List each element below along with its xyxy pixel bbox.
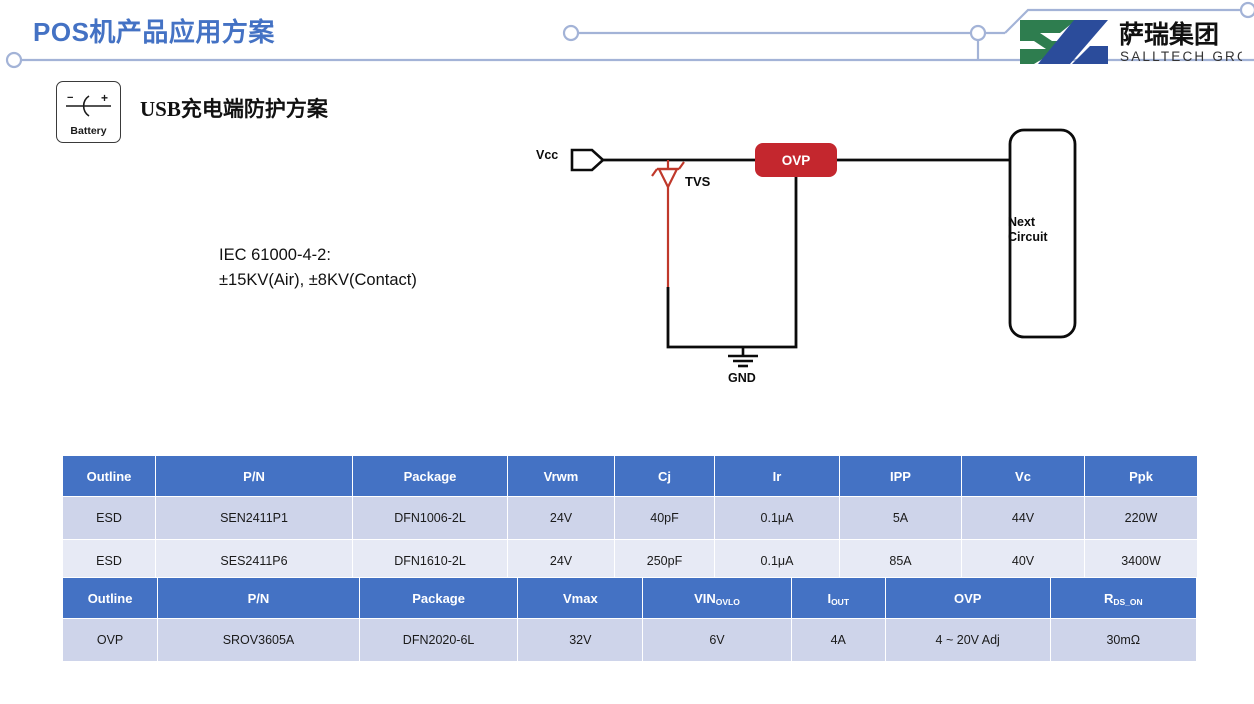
column-header-main: R [1103,590,1114,606]
column-header: IPP [839,455,962,497]
column-header-subscript: DS_ON [1113,596,1143,607]
trace-node-middle [562,24,580,42]
next-circuit-label: Next Circuit [1008,215,1048,245]
column-header: Ir [714,455,840,497]
table-cell: SEN2411P1 [155,496,353,540]
page-title: POS机产品应用方案 [33,17,275,47]
wire-ovp-to-gnd [778,177,798,349]
table-cell: SROV3605A [157,618,360,662]
table-cell: 32V [517,618,644,662]
column-header: Outline [61,577,159,619]
iec-standard-note: IEC 61000-4-2: ±15KV(Air), ±8KV(Contact) [219,243,417,293]
iec-line-1: IEC 61000-4-2: [219,246,331,264]
trace-node-far-right [1239,1,1254,19]
column-header: Package [352,455,508,497]
column-header: Package [358,577,519,619]
column-header: VINOVLO [642,577,792,619]
tvs-diode-icon [651,161,685,190]
table-cell: ESD [62,539,156,583]
next-circuit-line-2: Circuit [1008,230,1048,244]
column-header: Vrwm [507,455,615,497]
column-header: P/N [155,455,353,497]
table-cell: 24V [507,539,615,583]
column-header: Vc [961,455,1085,497]
table-cell: 0.1μA [714,539,840,583]
table-cell: 40V [961,539,1085,583]
column-header: IOUT [790,577,886,619]
section-title: USB充电端防护方案 [140,97,328,121]
ovp-block: OVP [755,143,837,177]
trace-node-right [969,24,987,42]
table-cell: 40pF [614,496,715,540]
tvs-label: TVS [685,174,711,189]
table-cell: DFN2020-6L [358,618,519,662]
next-circuit-box [1008,128,1077,339]
column-header-main: VIN [694,590,716,606]
column-header: OVP [884,577,1051,619]
table-cell: 5A [839,496,962,540]
battery-icon: − + Battery [56,81,121,143]
column-header-main: I [827,590,832,606]
battery-label: Battery [70,125,107,137]
column-header: P/N [157,577,360,619]
table-cell: OVP [61,618,159,662]
vcc-connector-icon [570,148,605,172]
ground-symbol-icon [728,347,758,368]
table-cell: 85A [839,539,962,583]
table-cell: 24V [507,496,615,540]
vcc-label: Vcc [536,148,559,162]
logo-mark-icon [1020,20,1108,64]
gnd-label: GND [728,371,756,385]
iec-line-2: ±15KV(Air), ±8KV(Contact) [219,271,417,289]
svg-text:−: − [67,92,73,104]
battery-symbol-icon: − + [66,91,111,117]
table-cell: SES2411P6 [155,539,353,583]
table-cell: 4A [790,618,886,662]
logo-name-en: SALLTECH GROUP [1120,49,1242,64]
table-cell: 6V [642,618,792,662]
table-cell: 220W [1084,496,1198,540]
svg-text:+: + [101,91,108,105]
company-logo: 萨瑞集团 SALLTECH GROUP [1012,16,1254,68]
table-cell: 44V [961,496,1085,540]
table-cell: 4 ~ 20V Adj [884,618,1051,662]
table-cell: 30mΩ [1049,618,1198,662]
column-header: Vmax [517,577,644,619]
table-cell: DFN1006-2L [352,496,508,540]
column-header-subscript: OUT [831,596,850,607]
wire-tvs-to-gnd [666,287,778,349]
column-header-subscript: OVLO [715,596,740,607]
column-header: Cj [614,455,715,497]
column-header: Outline [62,455,156,497]
table-cell: 0.1μA [714,496,840,540]
next-circuit-line-1: Next [1008,215,1036,229]
protection-schematic: OVP Vcc TVS GND Next Circuit [500,120,1140,410]
logo-name-cn: 萨瑞集团 [1119,20,1219,49]
trace-node-left [5,51,23,69]
table-cell: ESD [62,496,156,540]
column-header: Ppk [1084,455,1198,497]
column-header: RDS_ON [1049,577,1198,619]
table-cell: DFN1610-2L [352,539,508,583]
